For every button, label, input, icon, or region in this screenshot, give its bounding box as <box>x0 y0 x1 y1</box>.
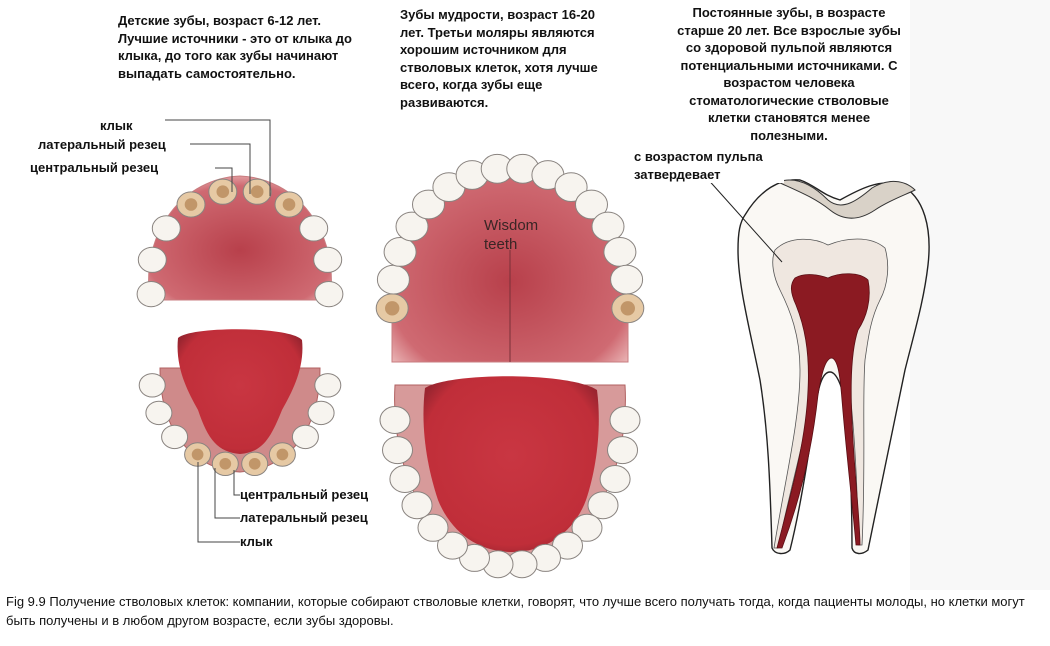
tooth <box>145 400 173 426</box>
tooth <box>138 373 166 398</box>
tooth <box>382 436 413 465</box>
upper-lateral-incisor-label: латеральный резец <box>38 137 166 152</box>
tooth-highlight <box>250 185 264 198</box>
background-page-edge <box>910 0 1050 590</box>
tooth <box>587 491 619 520</box>
child-tongue <box>177 329 303 454</box>
tooth <box>389 465 421 493</box>
adult-upper-teeth <box>375 153 645 324</box>
tooth-highlight <box>184 198 198 211</box>
tooth <box>291 424 319 450</box>
child-lower-teeth <box>138 373 342 476</box>
tooth <box>137 246 167 273</box>
lower-label-leaders <box>197 462 240 543</box>
figure-caption: Fig 9.9 Получение стволовых клеток: комп… <box>6 594 1025 628</box>
tooth <box>151 215 181 242</box>
lower-lateral-incisor-label: латеральный резец <box>240 510 368 525</box>
tooth <box>554 172 588 203</box>
lower-canine-label: клык <box>240 534 273 549</box>
tooth-highlight <box>282 198 296 211</box>
wisdom-teeth-text: Зубы мудрости, возраст 16-20 лет. Третьи… <box>400 7 598 110</box>
adult-lower-arch <box>379 376 641 579</box>
tooth-highlight <box>620 301 635 316</box>
tooth <box>314 373 342 398</box>
tooth <box>607 436 638 465</box>
tooth <box>591 211 625 242</box>
tooth-highlight <box>219 457 232 470</box>
tooth <box>599 465 631 493</box>
tooth-highlight <box>216 185 230 198</box>
tooth <box>376 264 410 295</box>
wisdom-teeth-label: Wisdom teeth <box>484 217 539 253</box>
tooth <box>395 211 429 242</box>
tooth-enamel-crown <box>776 179 916 219</box>
pulp-note-text: с возрастом пульпа затвердевает <box>634 148 784 183</box>
tooth <box>136 281 166 308</box>
adult-lower-teeth <box>379 406 641 579</box>
child-upper-arch <box>136 175 344 308</box>
tooth <box>412 189 445 220</box>
tooth <box>314 281 344 308</box>
molar-cross-section <box>704 175 930 555</box>
tooth <box>603 237 637 267</box>
pulp-note-pointer <box>704 175 783 263</box>
tooth <box>161 424 189 450</box>
tooth <box>609 406 641 434</box>
tooth-highlight <box>385 301 400 316</box>
tooth-highlight <box>276 448 289 461</box>
tooth-highlight <box>191 448 204 461</box>
tooth-body <box>737 179 930 555</box>
tooth <box>401 491 433 520</box>
adult-upper-arch <box>375 153 645 363</box>
tooth <box>571 513 603 542</box>
tooth <box>313 246 343 273</box>
kids-teeth-text: Детские зубы, возраст 6-12 лет. Лучшие и… <box>118 13 352 81</box>
permanent-teeth-text: Постоянные зубы, в возрасте старше 20 ле… <box>668 4 910 144</box>
upper-canine-label: клык <box>100 118 133 133</box>
tooth-highlight <box>248 457 261 470</box>
upper-central-incisor-label: центральный резец <box>30 160 159 175</box>
tooth <box>417 513 449 542</box>
tooth <box>307 400 335 426</box>
tooth <box>610 264 644 295</box>
tooth <box>437 531 468 560</box>
tooth <box>379 406 411 434</box>
tooth-pulp <box>776 273 870 549</box>
upper-label-leaders <box>165 119 271 196</box>
tooth <box>299 215 329 242</box>
lower-central-incisor-label: центральный резец <box>240 487 369 502</box>
tooth <box>383 237 417 267</box>
tooth <box>575 189 608 220</box>
child-lower-arch <box>138 329 342 476</box>
adult-tongue <box>423 376 599 552</box>
